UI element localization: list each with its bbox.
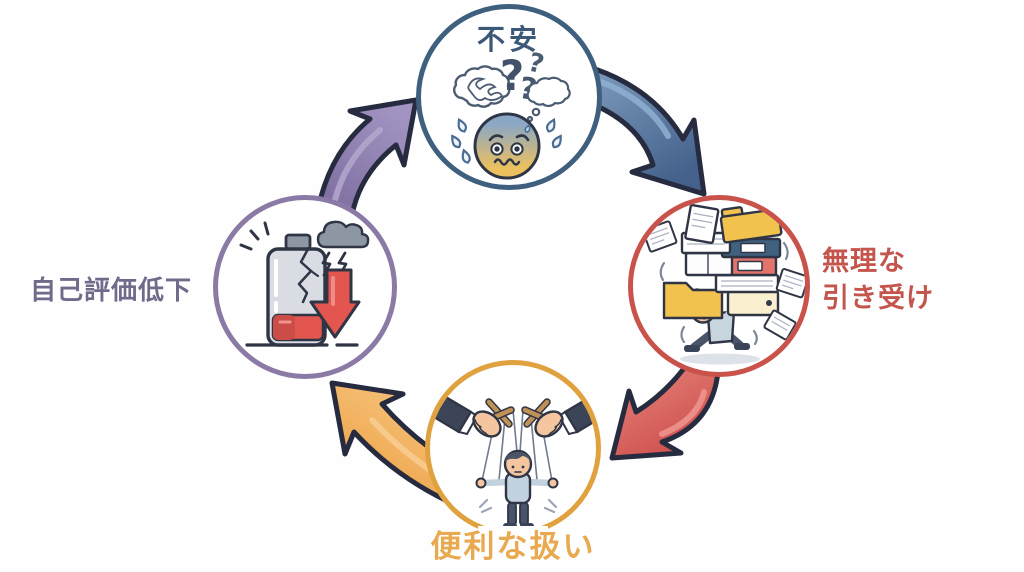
puppeteer-hand-right <box>521 392 596 438</box>
node-label-anxiety: 不安 <box>476 24 541 55</box>
scribble-cloud-icon <box>453 65 511 108</box>
node-label-overcommitment: 無理な引き受け <box>822 243 934 317</box>
label-line-1: 無理な <box>822 246 906 276</box>
storm-cloud-icon <box>316 220 370 249</box>
svg-text:?: ? <box>525 48 547 81</box>
flying-papers-icon <box>642 220 805 341</box>
arrow-top-to-right <box>582 66 707 197</box>
puppet-figure <box>475 449 559 530</box>
spark-marks <box>239 221 270 251</box>
puppeteer-hand-left <box>430 386 515 438</box>
overloaded-person-icon <box>642 203 805 365</box>
document-stack <box>662 203 783 320</box>
circle-gap <box>478 526 548 540</box>
sweat-drops-icon <box>451 117 562 164</box>
node-low-self-esteem <box>213 195 397 379</box>
node-convenient-treatment <box>425 360 601 536</box>
anxious-face-icon: ? ? ? <box>451 48 571 180</box>
drained-battery-icon <box>239 220 370 347</box>
node-overcommitment <box>628 195 810 377</box>
shadow <box>680 353 760 365</box>
node-label-low-self-esteem: 自己評価低下 <box>29 275 192 305</box>
emphasis-marks <box>478 498 558 514</box>
label-line-2: 引き受け <box>822 283 934 313</box>
node-label-convenient-treatment: 便利な扱い <box>430 529 596 564</box>
cracked-battery <box>266 233 327 347</box>
worried-face-icon <box>473 112 541 180</box>
node-anxiety: ? ? ? <box>416 4 602 190</box>
motion-marks <box>659 241 789 346</box>
puppet-person-icon <box>430 386 596 531</box>
arrow-right-to-bottom <box>609 357 721 461</box>
down-arrow-icon <box>309 268 361 339</box>
svg-text:?: ? <box>500 51 524 100</box>
arrow-left-to-top <box>315 97 419 218</box>
thought-cloud-icon <box>526 76 571 123</box>
